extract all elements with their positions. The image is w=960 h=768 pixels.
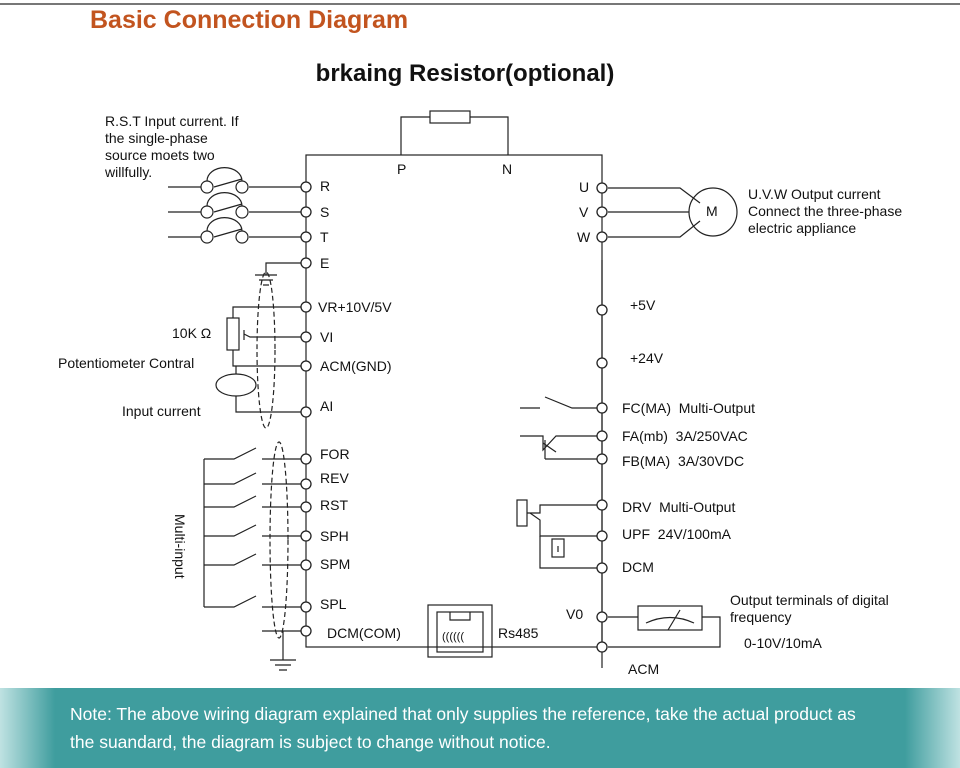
terminal-spm-label: SPM (320, 556, 350, 572)
terminal-sph-label: SPH (320, 528, 349, 544)
terminal-upf-label: UPF 24V/100mA (622, 526, 732, 542)
uvw-note-line2: Connect the three-phase (748, 203, 902, 219)
terminal-spl-label: SPL (320, 596, 347, 612)
terminal-dcm-label: DCM (622, 559, 654, 575)
note-line-1: Note: The above wiring diagram explained… (70, 704, 856, 724)
rst-input-wiring (168, 167, 301, 244)
motor-wiring (608, 187, 738, 238)
resistor-value-label: 10K Ω (172, 325, 211, 341)
note-text: Note: The above wiring diagram explained… (70, 700, 920, 756)
wiring-diagram: R.S.T Input current. If the single-phase… (58, 110, 902, 677)
terminal-rst-label: RST (320, 497, 348, 513)
motor (688, 187, 738, 237)
motor-label: M (706, 203, 718, 219)
terminal-acm-gnd-label: ACM(GND) (320, 358, 392, 374)
terminal-5v-label: +5V (630, 297, 656, 313)
terminal-fa-label: FA(mb) 3A/250VAC (622, 428, 748, 444)
input-current-source (215, 366, 301, 413)
potentiometer (226, 306, 301, 367)
page-title: Basic Connection Diagram (90, 6, 409, 34)
uvw-note-line3: electric appliance (748, 220, 856, 236)
terminal-p-label: P (397, 161, 406, 177)
multi-input-wiring (203, 447, 301, 671)
relay-output (520, 396, 597, 460)
terminal-vr-label: VR+10V/5V (318, 299, 392, 315)
terminal-rev-label: REV (320, 470, 349, 486)
earth-ground (255, 262, 301, 286)
terminal-v0-label: V0 (566, 606, 583, 622)
terminal-ai-label: AI (320, 398, 333, 414)
uvw-note-line1: U.V.W Output current (748, 186, 881, 202)
terminal-vi-label: VI (320, 329, 333, 345)
terminal-fc-label: FC(MA) Multi-Output (622, 400, 755, 416)
terminal-e-label: E (320, 255, 329, 271)
potentiometer-label: Potentiometer Contral (58, 355, 194, 371)
terminal-fb-label: FB(MA) 3A/30VDC (622, 453, 744, 469)
rj45-port (427, 604, 493, 658)
digital-output-note-line2: frequency (730, 609, 791, 625)
terminal-v-label: V (579, 204, 589, 220)
frequency-meter (608, 605, 721, 648)
top-rule (0, 3, 960, 5)
terminal-drv-label: DRV Multi-Output (622, 499, 735, 515)
terminal-w-label: W (577, 229, 591, 245)
braking-resistor (429, 110, 471, 124)
analog-shield (256, 271, 276, 429)
transistor-output (516, 499, 597, 569)
rst-note-line1: R.S.T Input current. If (105, 113, 239, 129)
note-banner: Note: The above wiring diagram explained… (0, 688, 960, 768)
digital-shield (269, 441, 289, 639)
rs485-label: Rs485 (498, 625, 539, 641)
rst-note-line4: willfully. (104, 164, 152, 180)
terminal-acm-label: ACM (628, 661, 659, 677)
input-current-label: Input current (122, 403, 201, 419)
terminal-t-label: T (320, 229, 329, 245)
terminal-24v-label: +24V (630, 350, 664, 366)
terminal-circles (300, 181, 608, 653)
inverter-box (305, 154, 603, 648)
terminal-dcm-com-label: DCM(COM) (327, 625, 401, 641)
rst-note-line3: source moets two (105, 147, 215, 163)
terminal-r-label: R (320, 178, 330, 194)
diagram-title: brkaing Resistor(optional) (315, 60, 615, 87)
terminal-for-label: FOR (320, 446, 350, 462)
digital-output-note-line1: Output terminals of digital (730, 592, 889, 608)
meter-range-label: 0-10V/10mA (744, 635, 822, 651)
terminal-u-label: U (579, 179, 589, 195)
terminal-s-label: S (320, 204, 329, 220)
braking-resistor-wire (400, 116, 509, 155)
rj45-glyph: (((((( (442, 631, 464, 643)
terminal-n-label: N (502, 161, 512, 177)
note-line-2: the suandard, the diagram is subject to … (70, 732, 551, 752)
rst-note-line2: the single-phase (105, 130, 208, 146)
multi-input-label: Multi-input (172, 514, 188, 579)
